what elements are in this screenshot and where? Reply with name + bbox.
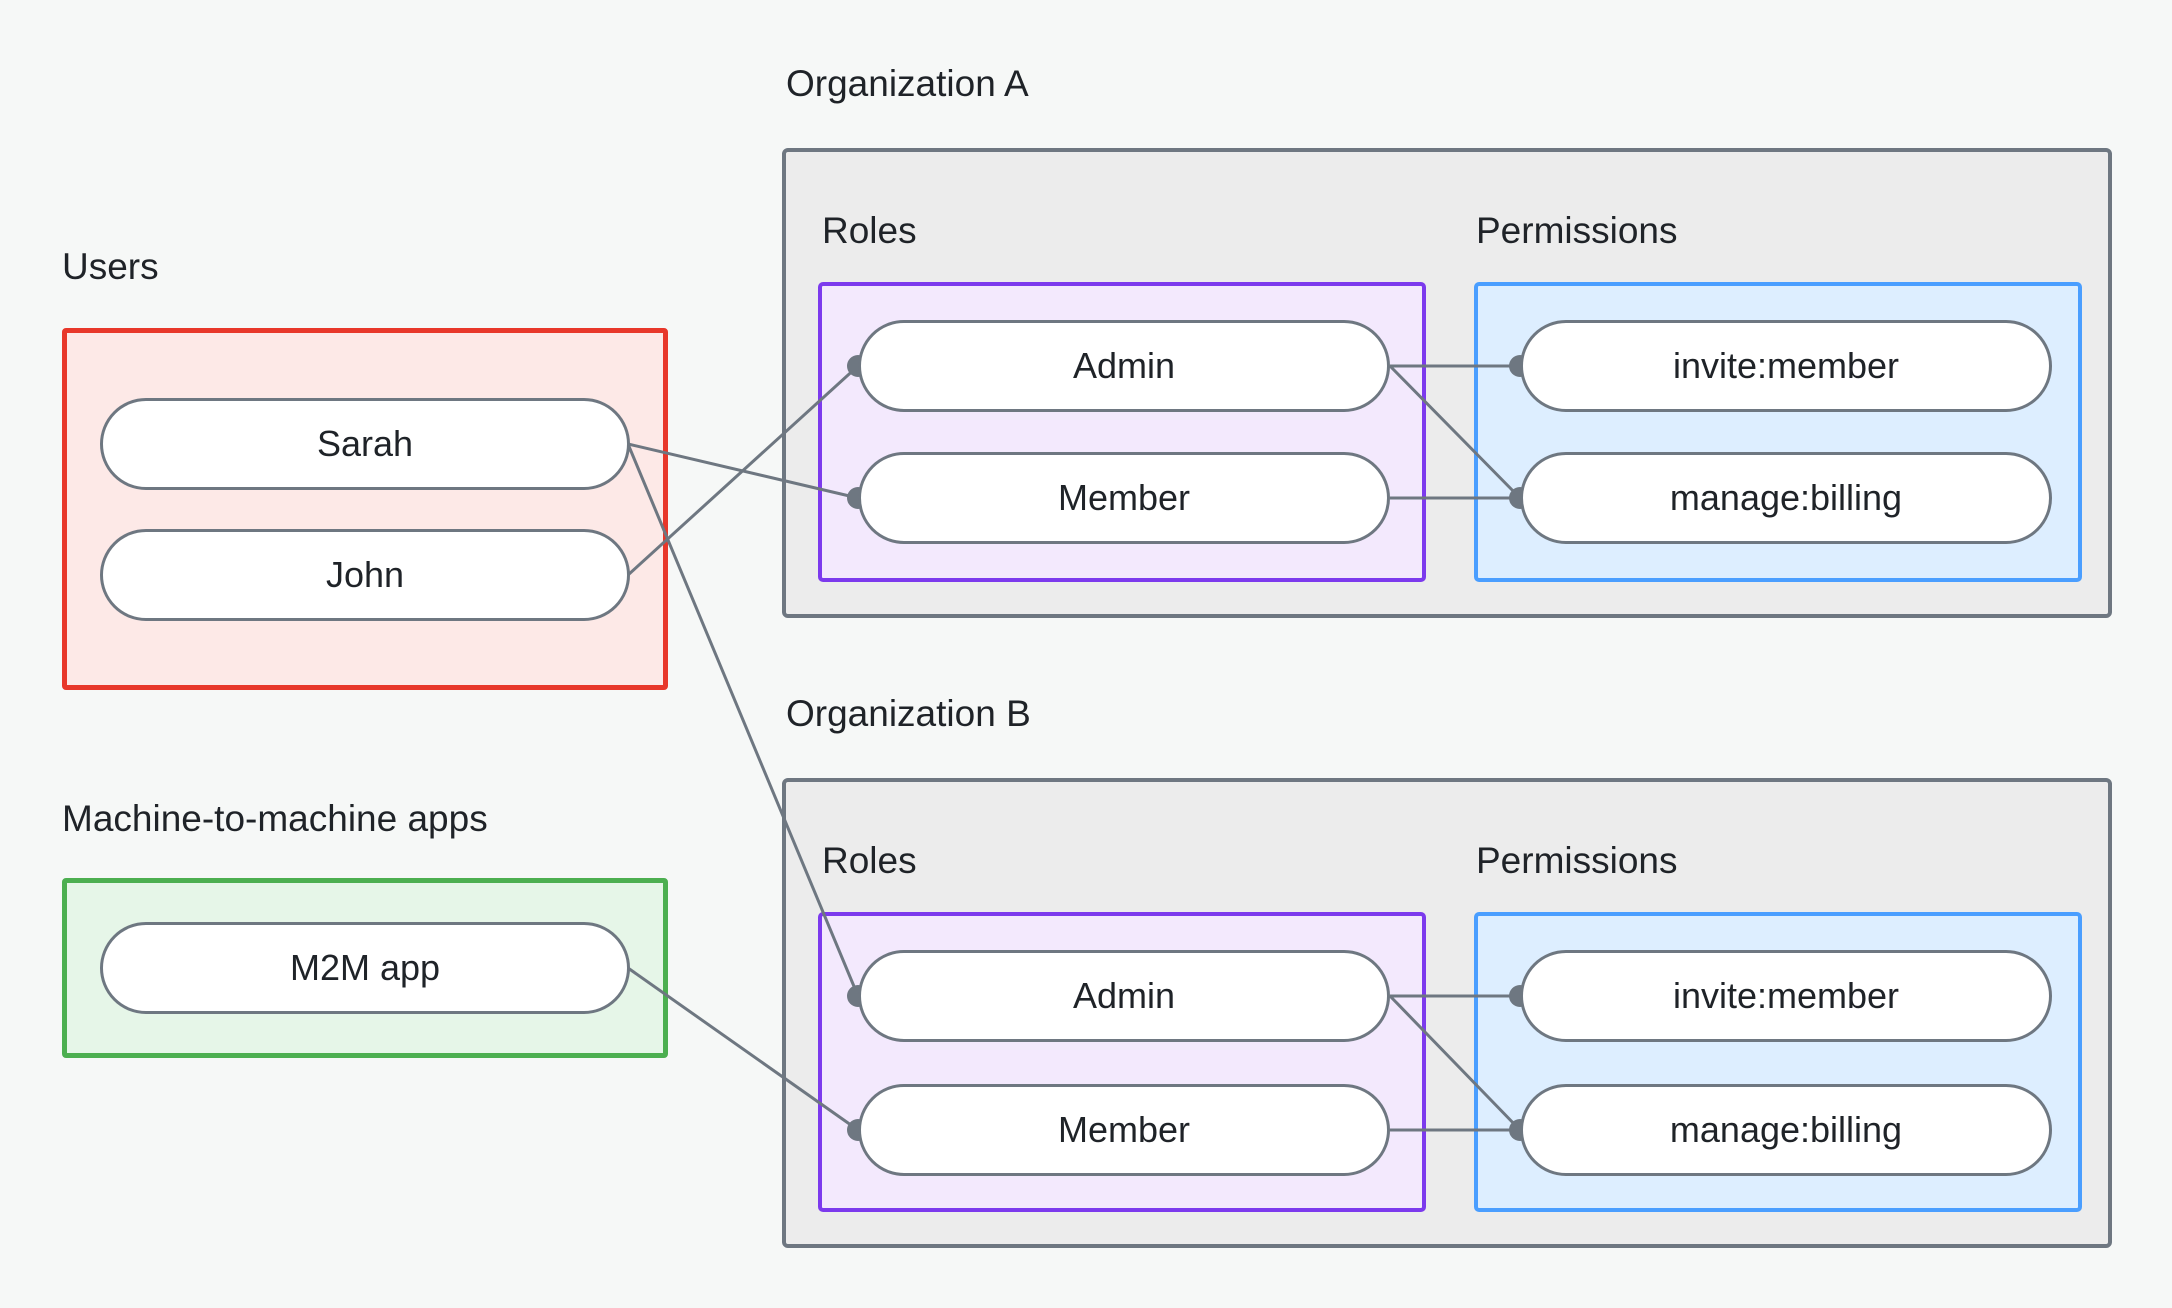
users-region: [62, 328, 668, 690]
node-m2m-app[interactable]: M2M app: [100, 922, 630, 1014]
organization-a-label: Organization A: [786, 63, 1029, 104]
node-org-b-role-admin[interactable]: Admin: [858, 950, 1390, 1042]
node-user-john[interactable]: John: [100, 529, 630, 621]
node-org-b-permission-invite-member[interactable]: invite:member: [1520, 950, 2052, 1042]
node-org-b-permission-manage-billing[interactable]: manage:billing: [1520, 1084, 2052, 1176]
org-a-roles-title: Roles: [822, 210, 917, 251]
org-a-permissions-title: Permissions: [1476, 210, 1678, 251]
organization-b-label: Organization B: [786, 693, 1031, 734]
node-org-a-role-admin[interactable]: Admin: [858, 320, 1390, 412]
node-user-sarah[interactable]: Sarah: [100, 398, 630, 490]
org-b-permissions-title: Permissions: [1476, 840, 1678, 881]
m2m-group-label: Machine-to-machine apps: [62, 798, 488, 839]
org-b-roles-title: Roles: [822, 840, 917, 881]
users-group-label: Users: [62, 246, 159, 287]
node-org-a-permission-invite-member[interactable]: invite:member: [1520, 320, 2052, 412]
node-org-a-role-member[interactable]: Member: [858, 452, 1390, 544]
node-org-a-permission-manage-billing[interactable]: manage:billing: [1520, 452, 2052, 544]
node-org-b-role-member[interactable]: Member: [858, 1084, 1390, 1176]
